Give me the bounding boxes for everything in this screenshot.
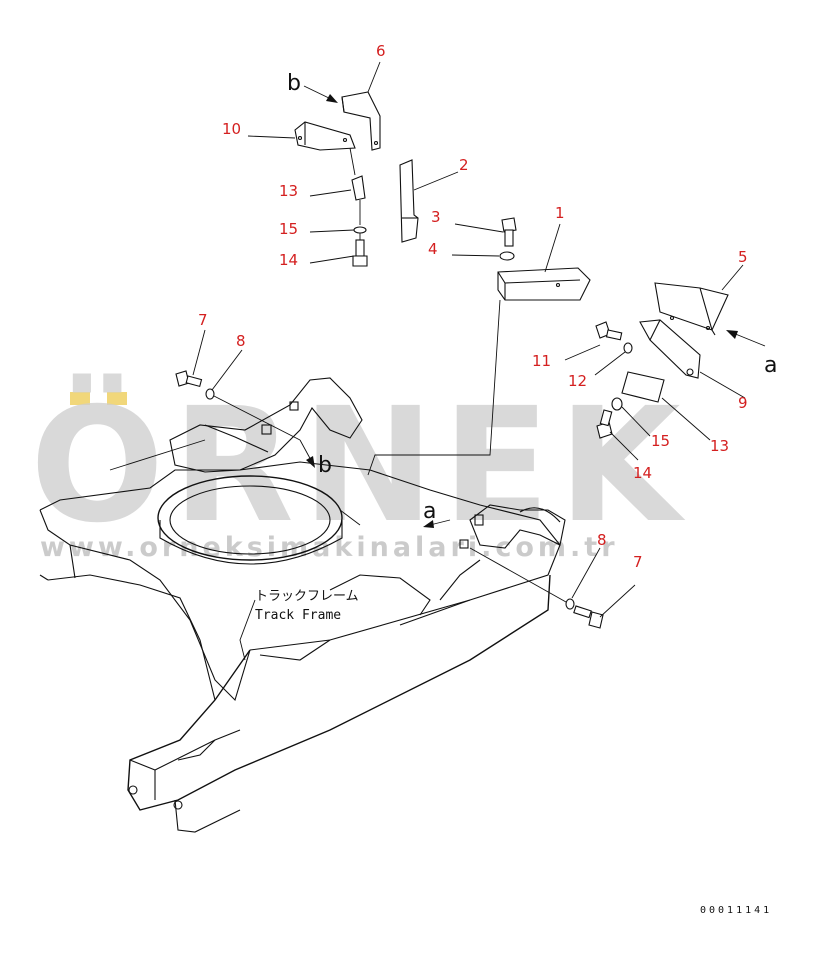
view-arrow-b-frame [299,439,315,468]
part-10-bracket [294,121,356,151]
assembly-leader [213,395,301,441]
view-marker-b-frame: b [318,453,332,478]
assembly-leader [469,547,567,603]
part-15-washer-top [353,226,367,234]
swing-circle-side [159,520,343,565]
watermark: ÖRNEK www.orneksimakinalari.com.tr [30,372,689,563]
part-label-10: 10 [222,120,241,138]
watermark-umlaut-dot [107,392,127,405]
part-1-leader [367,299,501,476]
part-label-1: 1 [555,204,565,222]
part-4-washer [499,251,515,261]
bracket-front [469,504,566,549]
watermark-brand: ÖRNEK [30,372,689,558]
watermark-umlaut-dot [70,392,90,405]
frame-detail [439,559,481,601]
part-8-washer-left [205,388,215,400]
frame-boss [128,785,138,795]
part-label-7-left: 7 [198,311,208,329]
part-label-12: 12 [568,372,587,390]
part-12-washer [623,342,633,354]
part-3-bolt [501,217,517,247]
part-label-15-top: 15 [279,220,298,238]
part-label-11: 11 [532,352,551,370]
frame-outline [69,544,76,579]
part-8-washer-right [565,598,575,610]
frame-beam-end [174,799,241,833]
swing-circle [157,475,343,561]
frame-beam-end [177,739,216,761]
part-label-4: 4 [428,240,438,258]
part-label-14-top: 14 [279,251,298,269]
swing-circle-inner [169,485,331,555]
part-leaders [192,61,746,618]
part-label-8-left: 8 [236,332,246,350]
view-marker-a-right: a [764,353,777,378]
part-14-bolt-right [596,409,613,439]
frame-beam-end [154,729,241,771]
part-label-15-right: 15 [651,432,670,450]
part-13-clamp-top [351,175,366,201]
callout-leader [239,599,256,661]
part-11-bolt [595,321,623,341]
bracket-rear [204,424,269,453]
assembly-leader [349,147,361,240]
view-arrow-a-frame [423,519,451,528]
bolt-hole [459,539,469,549]
part-label-13-right: 13 [710,437,729,455]
part-label-9: 9 [738,394,748,412]
track-frame-drawing [39,377,566,833]
watermark-url: www.orneksimakinalari.com.tr [40,532,619,563]
part-7-bolt-left [175,370,203,388]
view-arrow-b-top [303,85,338,103]
frame-leader [339,509,361,526]
part-label-6: 6 [376,42,386,60]
view-arrow-a-right [726,330,766,347]
bracket-rear [169,377,363,473]
part-label-3: 3 [431,208,441,226]
bracket-front [519,507,561,523]
document-code: 00011141 [700,905,772,916]
part-15-washer-right [611,397,623,411]
part-1-cover [497,267,591,301]
part-label-2: 2 [459,156,469,174]
part-label-13-top: 13 [279,182,298,200]
part-7-bolt-right [573,605,604,629]
part-label-5: 5 [738,248,748,266]
bolt-hole [289,401,299,411]
part-label-14-right: 14 [633,464,652,482]
part-label-8-right: 8 [597,531,607,549]
part-14-bolt-top [352,239,368,267]
frame-beam [127,574,551,811]
view-marker-b-top: b [287,71,301,96]
frame-outline [39,574,49,581]
callout-track-frame-jp: トラックフレーム [255,589,359,604]
part-2-plate [399,159,419,243]
part-5-cover [654,282,729,336]
frame-outline [47,574,216,701]
bolt-hole [474,514,484,526]
part-9-bracket [639,319,701,379]
view-marker-a-frame: a [423,499,436,524]
frame-boss [173,800,183,810]
frame-detail [329,574,431,616]
part-number-labels: 6 10 2 3 4 1 5 13 15 14 7 8 11 12 9 13 1… [198,42,748,571]
frame-leader [109,439,206,471]
view-marker-labels: b a b a [287,71,777,524]
frame-outline [39,509,251,702]
frame-detail [399,599,471,626]
part-13-clamp-right [621,371,665,403]
part-6-cover-bracket [341,91,381,151]
part-label-7-right: 7 [633,553,643,571]
callout-track-frame-en: Track Frame [255,608,341,623]
bolt-hole [261,424,272,435]
frame-outline [39,461,561,651]
frame-detail [259,639,331,661]
